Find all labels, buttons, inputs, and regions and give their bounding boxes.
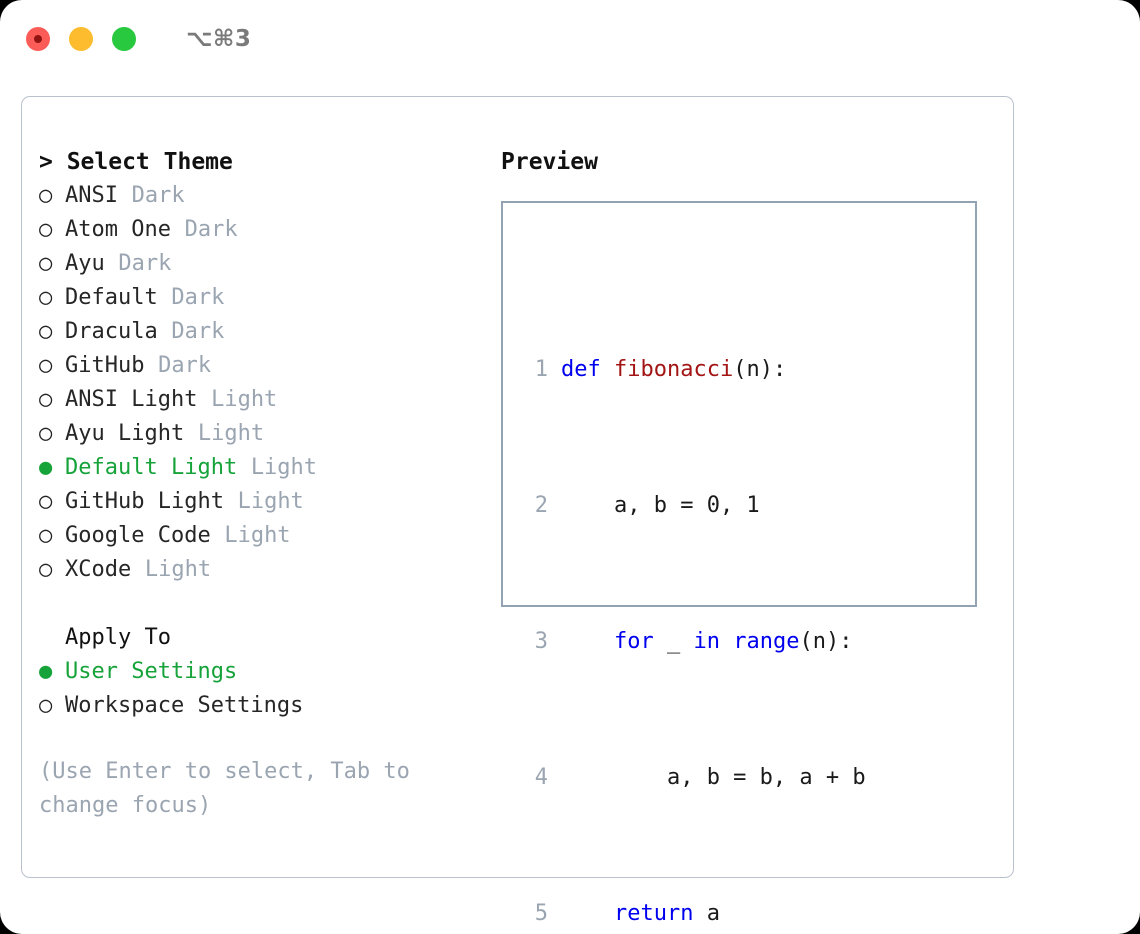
- code-token-keyword: return: [613, 901, 694, 926]
- theme-name: Dracula: [65, 319, 158, 344]
- theme-variant-tag: Dark: [171, 285, 225, 310]
- theme-variant-tag: Light: [237, 489, 304, 514]
- apply-to-list: ● User Settings ○ Workspace Settings: [39, 655, 489, 723]
- keyboard-hint-text: (Use Enter to select, Tab to change focu…: [39, 759, 410, 818]
- code-token-plain: [561, 897, 614, 931]
- theme-variant-tag: Light: [197, 421, 265, 446]
- theme-list: ○ ANSI Dark ○ Atom One Dark ○ Ayu Dark: [39, 179, 489, 587]
- code-token-plain: a, b = b, a + b: [561, 765, 866, 790]
- apply-to-item-workspace-settings[interactable]: ○ Workspace Settings: [39, 689, 489, 723]
- apply-to-label: Apply To: [65, 625, 171, 650]
- close-window-button[interactable]: [26, 27, 50, 51]
- radio-icon: ○: [39, 353, 53, 378]
- theme-name: Google Code: [65, 523, 211, 548]
- line-number: 1: [534, 357, 548, 382]
- code-token-keyword: in: [693, 629, 720, 654]
- radio-icon: ○: [39, 251, 53, 276]
- title-bar: ⌥⌘3: [0, 0, 1140, 78]
- theme-variant-tag: Dark: [158, 353, 212, 378]
- line-number: 3: [534, 629, 548, 654]
- theme-variant-tag: Dark: [171, 319, 225, 344]
- code-line: 3 for _ in range (n):: [522, 625, 892, 659]
- line-number: 4: [534, 765, 548, 790]
- theme-variant-tag: Dark: [184, 217, 238, 242]
- code-token-plain: [720, 625, 733, 659]
- theme-list-item[interactable]: ○ Ayu Dark: [39, 247, 489, 281]
- code-token-plain: a, b = 0, 1: [561, 493, 760, 518]
- code-token-plain: _: [653, 629, 694, 654]
- code-token-keyword: range: [733, 629, 800, 654]
- theme-list-item-selected[interactable]: ● Default Light Light: [39, 451, 489, 485]
- theme-list-item[interactable]: ○ Google Code Light: [39, 519, 489, 553]
- theme-list-item[interactable]: ○ ANSI Dark: [39, 179, 489, 213]
- line-number: 5: [534, 901, 548, 926]
- theme-list-item[interactable]: ○ GitHub Dark: [39, 349, 489, 383]
- theme-name: Atom One: [65, 217, 171, 242]
- code-token-plain: (n):: [799, 629, 853, 654]
- main-panel: > Select Theme ○ ANSI Dark ○ Atom One Da…: [21, 96, 1014, 926]
- radio-selected-icon: ●: [39, 659, 53, 684]
- theme-variant-tag: Dark: [118, 251, 172, 276]
- radio-icon: ○: [39, 285, 53, 310]
- theme-variant-tag: Dark: [131, 183, 185, 208]
- preview-box: 1 def fibonacci (n): 2 a, b = 0, 1 3: [501, 201, 977, 926]
- code-token-plain: (n):: [733, 357, 787, 382]
- line-number: 2: [534, 493, 548, 518]
- radio-icon: ○: [39, 217, 53, 242]
- theme-name: GitHub: [65, 353, 145, 378]
- radio-icon: ○: [39, 387, 53, 412]
- theme-name: Default: [65, 285, 158, 310]
- apply-to-item-user-settings[interactable]: ● User Settings: [39, 655, 489, 689]
- theme-name: Default Light: [65, 455, 238, 480]
- code-line: 2 a, b = 0, 1: [522, 489, 892, 523]
- radio-icon: ○: [39, 489, 53, 514]
- code-line: 5 return a: [522, 897, 892, 931]
- code-token-function: fibonacci: [613, 357, 734, 382]
- theme-variant-tag: Light: [224, 523, 291, 548]
- minimize-window-button[interactable]: [69, 27, 93, 51]
- keyboard-shortcut-label: ⌥⌘3: [186, 26, 252, 52]
- list-spacer: [39, 587, 489, 621]
- code-token-keyword: def: [561, 357, 614, 382]
- code-preview: 1 def fibonacci (n): 2 a, b = 0, 1 3: [522, 251, 892, 934]
- theme-name: ANSI: [65, 183, 118, 208]
- radio-icon: ○: [39, 693, 53, 718]
- theme-list-item[interactable]: ○ ANSI Light Light: [39, 383, 489, 417]
- radio-icon: ○: [39, 183, 53, 208]
- theme-list-item[interactable]: ○ Ayu Light Light: [39, 417, 489, 451]
- code-token-keyword: for: [613, 629, 654, 654]
- code-token-plain: a: [693, 901, 720, 926]
- theme-list-item[interactable]: ○ XCode Light: [39, 553, 489, 587]
- code-line: 1 def fibonacci (n):: [522, 353, 892, 387]
- apply-to-heading: Apply To: [39, 621, 489, 655]
- theme-name: ANSI Light: [65, 387, 198, 412]
- window-controls: [26, 27, 136, 51]
- apply-to-option-label: User Settings: [65, 659, 238, 684]
- theme-selection-column: > Select Theme ○ ANSI Dark ○ Atom One Da…: [39, 145, 489, 823]
- theme-list-item[interactable]: ○ Atom One Dark: [39, 213, 489, 247]
- theme-name: GitHub Light: [65, 489, 224, 514]
- radio-selected-icon: ●: [39, 455, 53, 480]
- code-token-plain: [561, 625, 614, 659]
- theme-list-item[interactable]: ○ Default Dark: [39, 281, 489, 315]
- radio-icon: ○: [39, 523, 53, 548]
- theme-name: Ayu Light: [65, 421, 185, 446]
- theme-name: XCode: [65, 557, 132, 582]
- theme-variant-tag: Light: [211, 387, 278, 412]
- theme-list-item[interactable]: ○ Dracula Dark: [39, 315, 489, 349]
- radio-icon: ○: [39, 557, 53, 582]
- radio-icon: ○: [39, 421, 53, 446]
- preview-column: Preview 1 def fibonacci (n): 2 a, b = 0,…: [501, 145, 991, 926]
- code-line: 4 a, b = b, a + b: [522, 761, 892, 795]
- theme-variant-tag: Light: [250, 455, 318, 480]
- preview-heading: Preview: [501, 149, 598, 175]
- theme-list-item[interactable]: ○ GitHub Light Light: [39, 485, 489, 519]
- apply-to-option-label: Workspace Settings: [65, 693, 304, 718]
- maximize-window-button[interactable]: [112, 27, 136, 51]
- theme-variant-tag: Light: [144, 557, 212, 582]
- theme-name: Ayu: [65, 251, 105, 276]
- select-theme-heading: > Select Theme: [39, 149, 233, 175]
- radio-icon: ○: [39, 319, 53, 344]
